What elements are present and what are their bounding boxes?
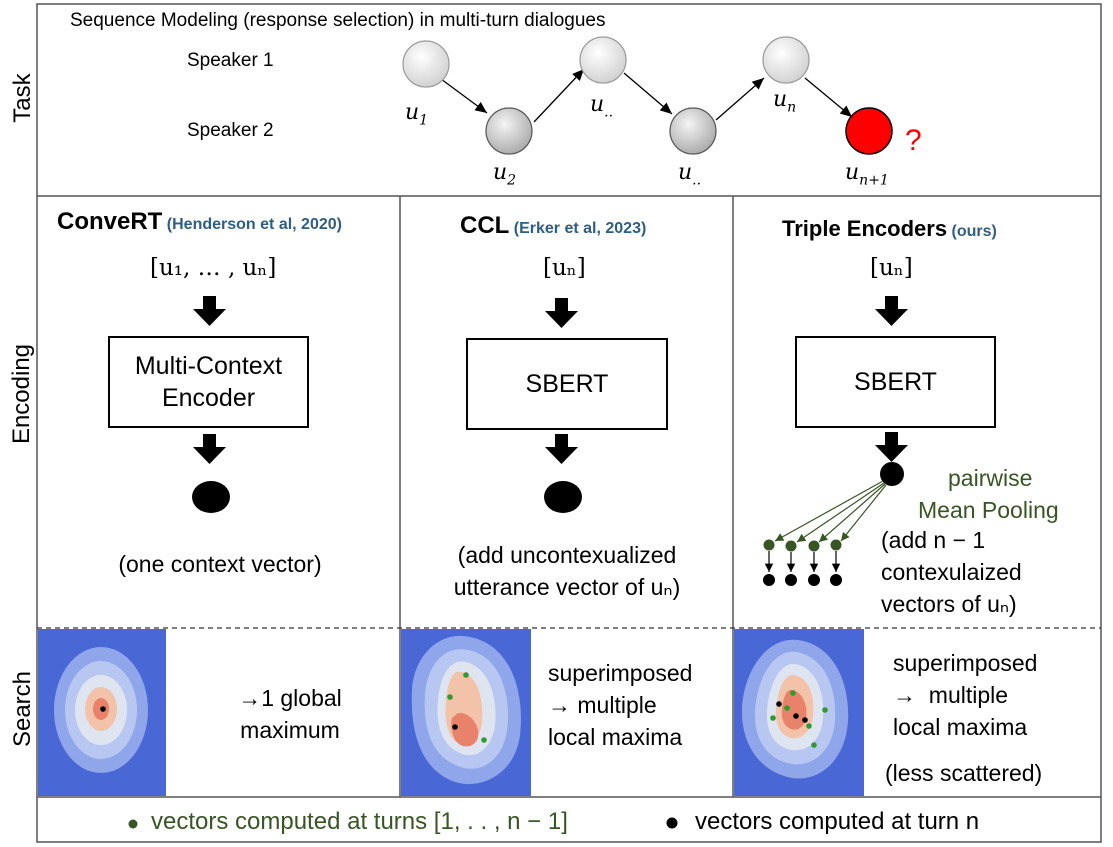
legend-green-dot [128,819,138,829]
utterance-label-un: un [773,87,797,116]
search-triple-line1: superimposed [893,650,1038,676]
utterance-node-u2 [485,107,533,155]
pooled-vector-2 [785,540,797,552]
down-arrow-ccl-1 [545,298,578,328]
note-ccl-line1: (add uncontexualized [457,542,677,568]
context-vector-2 [785,574,797,586]
question-mark: ? [905,124,922,157]
encoder-box-ccl: SBERT [466,338,668,430]
utterance-node-u1 [402,40,450,88]
utterance-vector-triple [880,462,904,486]
utterance-label-u3: u.. [590,92,614,121]
search-convert-line1: →1 global [238,685,342,711]
down-arrow-ccl-2 [545,434,578,464]
utterance-node-u3 [579,36,627,84]
search-triple-line3: local maxima [893,714,1028,740]
utterance-label-target: un+1 [845,160,889,189]
utterance-node-target [845,107,893,155]
note-triple-line3: vectors of uₙ) [881,591,1017,617]
context-vector-3 [808,574,820,586]
search-ccl-line1: superimposed [548,660,693,686]
pooled-vector-3 [808,540,820,552]
legend-black-dot [666,817,678,829]
heatmap-ccl [401,629,531,796]
legend-black-text: vectors computed at turn n [695,808,980,835]
pooled-vector-4 [830,539,842,551]
context-vector-1 [763,574,775,586]
utterance-node-un [762,36,810,84]
encoder-box-triple: SBERT [795,336,996,428]
down-arrow-triple-1 [875,296,908,326]
note-triple-line1: (add n − 1 [881,527,986,553]
method-title-ccl: CCL (Erker et al, 2023) [460,212,647,239]
dialogue-graph [402,36,893,155]
down-arrow-convert-2 [193,434,226,464]
note-ccl-line2: utterance vector of uₙ) [453,574,681,600]
legend-green-text: vectors computed at turns [1, . . , n − … [151,808,568,835]
utterance-label-u2: u2 [493,160,517,189]
pooled-vector-1 [763,539,775,551]
speaker1-label: Speaker 1 [187,50,274,71]
note-triple-line2: contexulaized [881,559,1022,585]
encoder-box-convert: Multi-Context Encoder [108,336,309,428]
input-convert: [u₁, … , uₙ] [150,255,277,281]
note-convert: (one context vector) [118,551,322,577]
pooling-label-line2: Mean Pooling [918,497,1059,523]
search-triple-line4: (less scattered) [885,760,1043,786]
utterance-vector-ccl [544,481,582,513]
task-title: Sequence Modeling (response selection) i… [70,10,606,31]
heatmap-convert [38,629,166,796]
method-title-triple: Triple Encoders (ours) [782,216,997,241]
search-ccl-line3: local maxima [548,724,683,750]
utterance-label-u1: u1 [405,100,429,129]
pooling-label-line1: pairwise [948,465,1033,491]
down-arrow-convert-1 [193,296,226,326]
context-vector-convert [192,481,230,513]
context-vector-4 [830,574,842,586]
search-convert-line2: maximum [240,717,340,743]
speaker2-label: Speaker 2 [187,120,274,141]
search-ccl-line2: → multiple [548,692,657,718]
input-ccl: [uₙ] [543,255,586,281]
utterance-label-u4: u.. [678,160,702,189]
search-triple-line2: → multiple [893,682,1009,708]
down-arrow-triple-2 [875,432,908,462]
method-title-convert: ConveRT (Henderson et al, 2020) [57,208,342,235]
utterance-node-u4 [669,107,717,155]
heatmap-triple [734,629,864,796]
input-triple: [uₙ] [870,255,913,281]
